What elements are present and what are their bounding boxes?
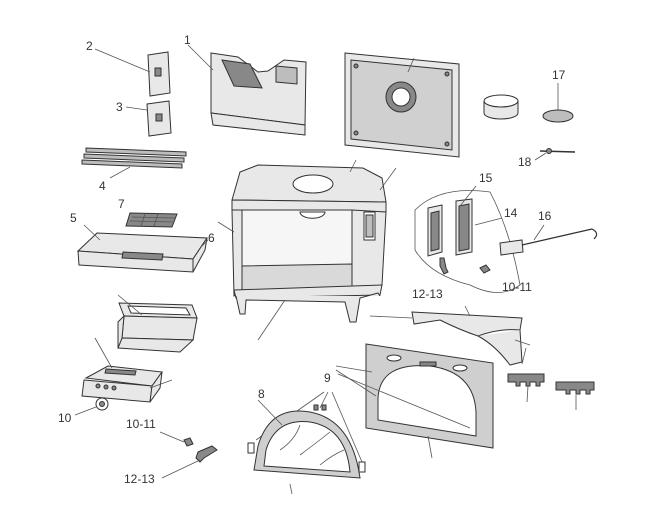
label-12-13-right: 12-13 bbox=[412, 287, 443, 301]
part-17-flue-ring bbox=[483, 83, 574, 123]
parts-14-15-side-plates bbox=[414, 185, 521, 293]
label-15: 15 bbox=[479, 171, 493, 185]
label-10-11-right: 10-11 bbox=[502, 280, 532, 294]
part-5-grate-tray bbox=[76, 224, 209, 273]
label-1: 1 bbox=[184, 33, 191, 47]
label-16: 16 bbox=[538, 209, 552, 223]
part-2-plate bbox=[94, 48, 171, 97]
label-6: 6 bbox=[208, 231, 215, 245]
part-10-ash-drawer bbox=[74, 337, 173, 416]
part-18-rod bbox=[534, 148, 576, 161]
label-14: 14 bbox=[504, 206, 518, 220]
label-2: 2 bbox=[86, 39, 93, 53]
label-17: 17 bbox=[552, 68, 566, 82]
lower-right-parts bbox=[507, 347, 595, 410]
label-4: 4 bbox=[99, 179, 106, 193]
label-12-13-left: 12-13 bbox=[124, 472, 155, 486]
part-8-door bbox=[247, 399, 366, 495]
label-10: 10 bbox=[58, 411, 72, 425]
leader-lines-misc bbox=[217, 57, 415, 233]
label-9: 9 bbox=[324, 371, 331, 385]
label-7: 7 bbox=[118, 197, 125, 211]
label-10-11-left: 10-11 bbox=[126, 417, 156, 431]
ash-pan bbox=[117, 294, 198, 353]
part-3-plate bbox=[125, 100, 172, 137]
label-5: 5 bbox=[70, 211, 77, 225]
top-plate bbox=[344, 52, 460, 158]
label-3: 3 bbox=[116, 100, 123, 114]
label-18: 18 bbox=[518, 155, 532, 169]
small-fittings-lower-left bbox=[159, 431, 218, 479]
front-arch-bracket bbox=[369, 305, 531, 366]
part-7-grate bbox=[125, 212, 178, 228]
part-1-baffle bbox=[187, 44, 307, 136]
part-16-tool bbox=[499, 224, 598, 256]
part-4-grate-bars bbox=[81, 147, 187, 179]
label-8: 8 bbox=[258, 387, 265, 401]
front-door-frame bbox=[365, 343, 494, 459]
stove-body bbox=[231, 164, 387, 341]
